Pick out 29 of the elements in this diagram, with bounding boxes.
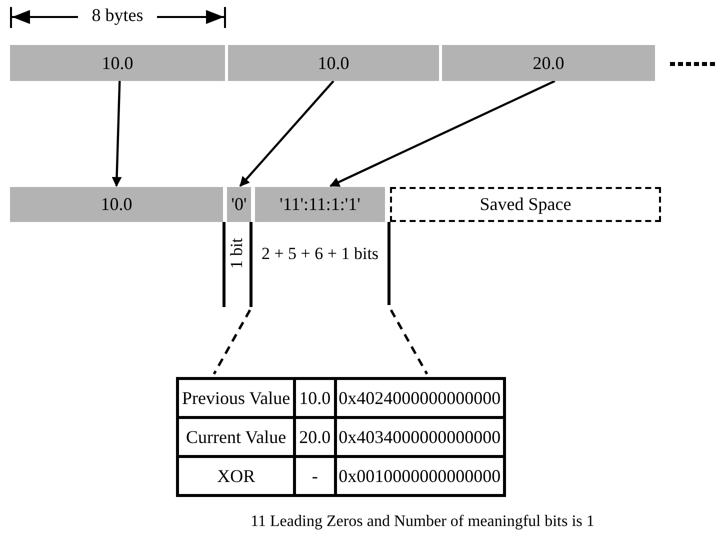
cell-text: 10.0 <box>100 194 132 215</box>
cell-text: '11':11:1:'1' <box>280 194 360 215</box>
dashed-box <box>390 187 661 222</box>
table-note: 11 Leading Zeros and Number of meaningful bits is 1 <box>250 513 596 531</box>
table-cell: 10.0 <box>294 378 336 418</box>
value-cell <box>442 45 655 81</box>
table-cell: 0x4034000000000000 <box>335 418 504 456</box>
bit-width-label: 1 bit <box>228 238 247 269</box>
value-cell <box>228 45 439 81</box>
arrow <box>239 80 334 187</box>
cell-text: 10.0 <box>102 52 134 74</box>
cell-text: '0' <box>231 194 247 215</box>
table-cell: 0x4024000000000000 <box>335 378 504 418</box>
table-cell: Current Value <box>178 418 295 456</box>
value-cell <box>10 187 223 222</box>
cell-text: Saved Space <box>480 194 572 215</box>
arrow <box>112 80 122 187</box>
value-cell <box>10 45 225 81</box>
value-cell <box>255 187 385 222</box>
table-cell: Previous Value <box>178 378 295 418</box>
cell-text: 10.0 <box>318 52 350 74</box>
table-cell: XOR <box>178 456 295 496</box>
table-cell: - <box>294 456 336 496</box>
table-cell: 0x0010000000000000 <box>335 456 504 496</box>
cell-text: 20.0 <box>532 52 564 74</box>
bit-width-label: 2 + 5 + 6 + 1 bits <box>260 245 380 264</box>
value-cell <box>227 187 251 222</box>
table-cell: 20.0 <box>294 418 336 456</box>
arrow <box>330 80 556 187</box>
